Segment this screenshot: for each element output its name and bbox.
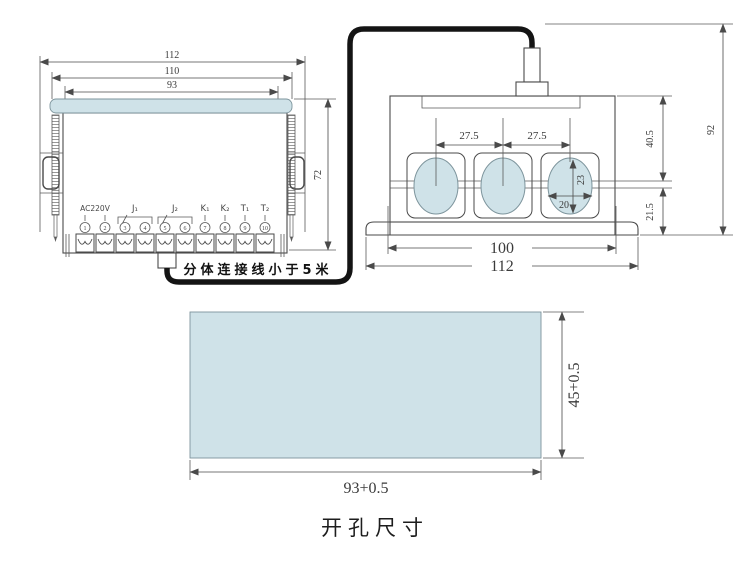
dim-mount-pitch: 100 xyxy=(387,240,617,257)
dim-label-100: 100 xyxy=(490,240,514,257)
top-recess-step xyxy=(421,96,581,109)
terminal-label-t2: T₂ xyxy=(260,204,270,214)
terminal-label-ac220v: AC220V xyxy=(80,204,111,213)
dim-top-to-center: 40.5 xyxy=(645,95,667,182)
dim-center-to-bottom: 21.5 xyxy=(645,187,667,236)
front-view: 112 110 93 72 xyxy=(39,50,336,278)
dim-label-40-5: 40.5 xyxy=(645,130,656,148)
dim-label-21-5: 21.5 xyxy=(645,203,656,221)
dim-front-bezel-width: 110 xyxy=(51,66,293,82)
terminal-number: 1 xyxy=(84,226,87,232)
dim-label-27-5-left: 27.5 xyxy=(459,130,479,142)
dim-cutout-width: 93+0.5 xyxy=(189,468,542,497)
dim-label-front-93: 93 xyxy=(167,80,177,91)
terminal-number: 10 xyxy=(262,226,268,232)
cutout-caption: 开孔尺寸 xyxy=(321,516,429,540)
terminal-number: 7 xyxy=(204,226,207,232)
terminal-number: 9 xyxy=(244,226,247,232)
cable-note: 分体连接线小于5米 xyxy=(183,262,332,278)
dim-rear-overall-height: 92 xyxy=(706,23,727,236)
mount-clip-left xyxy=(40,152,63,194)
terminal-strip: 1 2 3 4 5 6 7 8 9 10 xyxy=(65,222,285,257)
dim-label-rear-112: 112 xyxy=(490,258,513,275)
dim-rear-overall-width: 112 xyxy=(365,258,639,275)
rear-view: 27.5 27.5 23 20 xyxy=(365,23,733,275)
connection-cable xyxy=(164,26,535,285)
terminal-number: 8 xyxy=(224,226,227,232)
terminal-label-t1: T₁ xyxy=(240,204,250,214)
dim-label-23: 23 xyxy=(576,175,587,185)
meter-case xyxy=(62,112,288,254)
dim-hole-height: 23 xyxy=(569,159,587,214)
dim-hole-width: 20 xyxy=(547,192,593,211)
terminal-label-j1: J₁ xyxy=(131,204,138,214)
terminal-label-j2: J₂ xyxy=(171,204,178,214)
dim-front-overall-width: 112 xyxy=(39,50,306,66)
meter-bezel xyxy=(49,98,293,114)
dim-label-20: 20 xyxy=(559,200,569,211)
dim-front-cutout-width: 93 xyxy=(64,80,279,96)
split-cable-plug xyxy=(157,252,177,269)
cutout-view: 45+0.5 93+0.5 开孔尺寸 xyxy=(189,311,584,540)
dim-label-92: 92 xyxy=(706,125,717,135)
dim-label-27-5-right: 27.5 xyxy=(527,130,547,142)
dim-label-front-72: 72 xyxy=(313,170,324,180)
dim-label-front-112: 112 xyxy=(165,50,180,61)
dim-front-height: 72 xyxy=(313,98,332,251)
mount-screw-strip-left xyxy=(51,114,60,242)
terminal-number: 5 xyxy=(164,226,167,232)
dim-label-45-05: 45+0.5 xyxy=(566,362,583,407)
terminal-label-k1: K₁ xyxy=(201,204,210,214)
cable-connector xyxy=(515,47,549,97)
dim-label-front-110: 110 xyxy=(165,66,180,77)
dim-label-93-05: 93+0.5 xyxy=(343,480,388,497)
dim-cutout-height: 45+0.5 xyxy=(558,311,583,459)
dim-ct-pitch-right: 27.5 xyxy=(502,130,571,149)
cutout-rectangle xyxy=(189,311,542,459)
terminal-number: 4 xyxy=(144,226,147,232)
terminal-number: 3 xyxy=(124,226,127,232)
terminal-number: 2 xyxy=(104,226,107,232)
mount-clip-right xyxy=(287,152,305,194)
terminal-label-k2: K₂ xyxy=(221,204,230,214)
terminal-number: 6 xyxy=(184,226,187,232)
ct-centerlines xyxy=(435,118,571,186)
mount-screw-strip-right xyxy=(287,114,296,242)
dim-ct-pitch-left: 27.5 xyxy=(435,130,504,149)
